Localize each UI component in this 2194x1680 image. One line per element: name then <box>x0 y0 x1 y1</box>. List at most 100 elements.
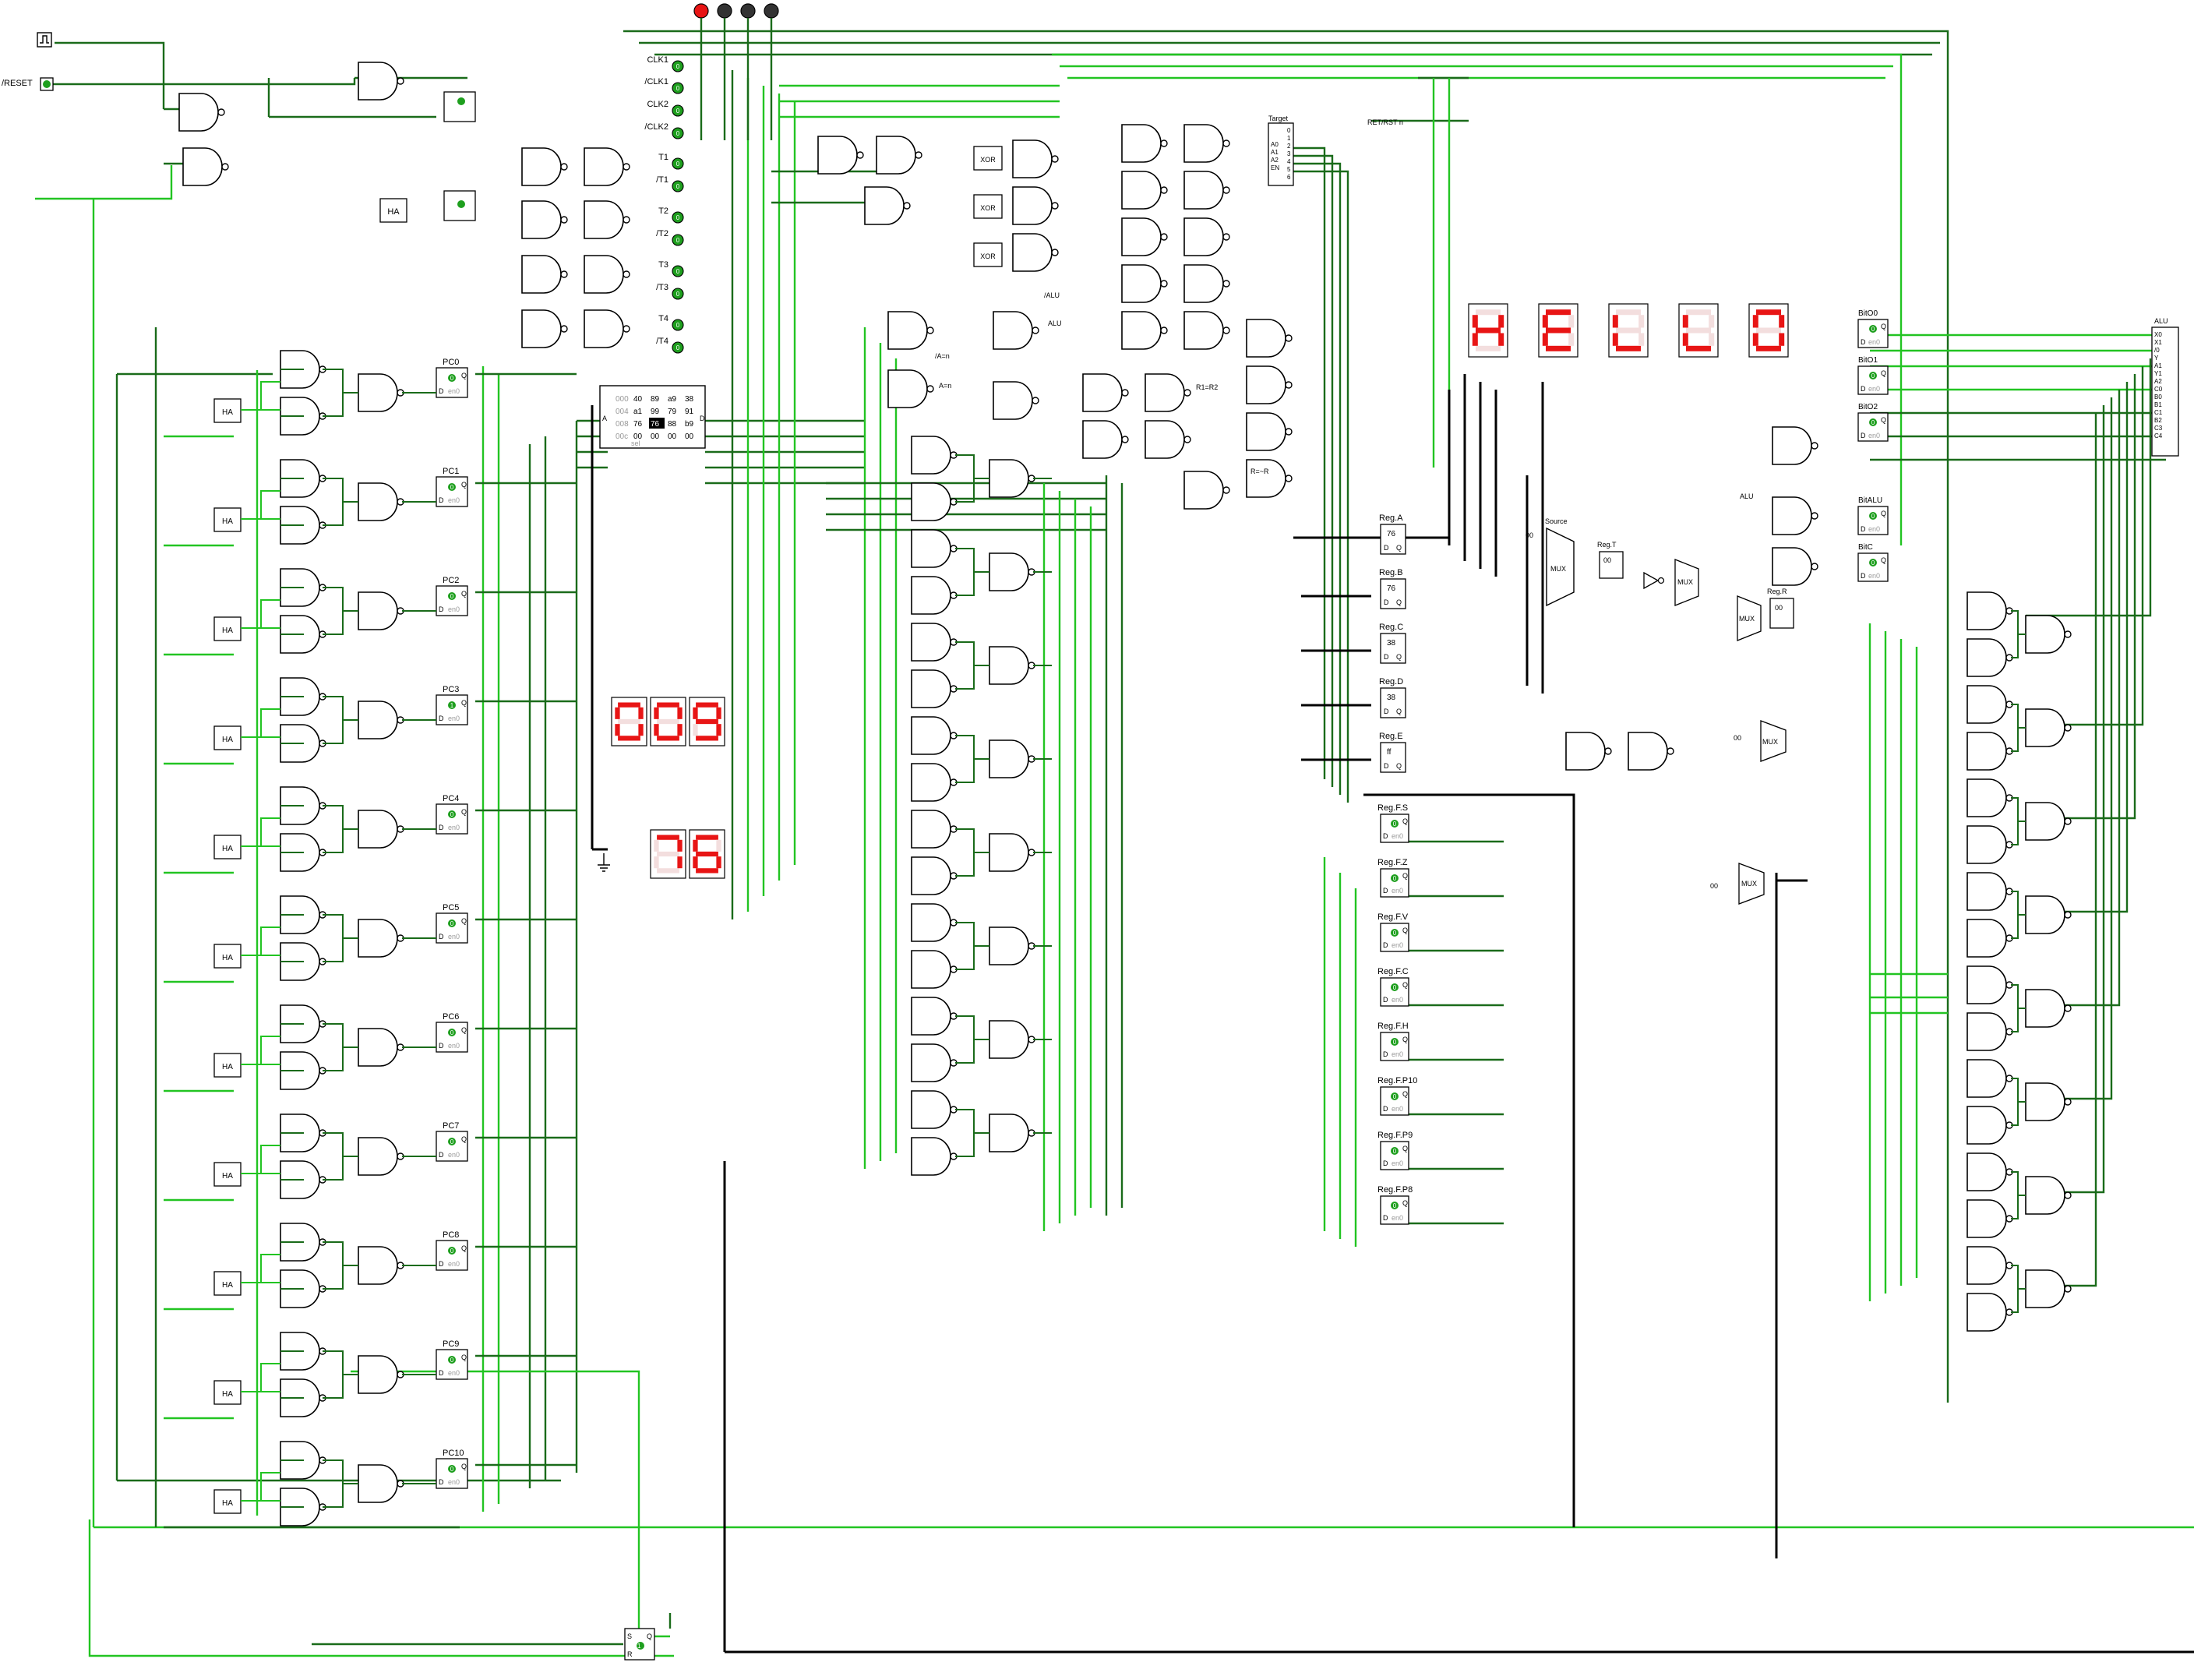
svg-text:1: 1 <box>637 1643 641 1650</box>
svg-text:79: 79 <box>668 408 677 416</box>
svg-text:en0: en0 <box>1392 1214 1403 1222</box>
svg-text:en0: en0 <box>1392 832 1403 840</box>
svg-text:BitALU: BitALU <box>1858 496 1882 505</box>
svg-text:HA: HA <box>222 626 233 635</box>
svg-text:D: D <box>1861 572 1866 580</box>
svg-text:PC7: PC7 <box>443 1121 459 1131</box>
svg-text:HA: HA <box>222 1063 233 1071</box>
svg-text:Q: Q <box>1396 653 1402 661</box>
svg-text:0: 0 <box>1871 372 1875 379</box>
svg-text:0: 0 <box>1871 513 1875 520</box>
address-display <box>611 697 725 746</box>
svg-text:0: 0 <box>1393 1148 1397 1155</box>
inverter <box>1643 571 1665 590</box>
half-adder: HA <box>213 1162 242 1187</box>
clock-output-nt2: /T20 <box>656 229 684 246</box>
svg-text:00: 00 <box>1710 882 1718 890</box>
svg-text:0: 0 <box>450 920 454 927</box>
svg-text:0: 0 <box>450 1248 454 1255</box>
svg-text:D: D <box>1384 653 1389 661</box>
svg-text:000: 000 <box>616 395 629 404</box>
svg-text:MUX: MUX <box>1739 615 1755 623</box>
alu-port-title: ALU <box>2154 317 2168 325</box>
xor-gate-3: XOR <box>973 242 1003 267</box>
t-nand-1b <box>584 147 630 186</box>
svg-text:D: D <box>439 1042 444 1050</box>
svg-text:0: 0 <box>450 593 454 600</box>
svg-text:en0: en0 <box>448 1260 460 1268</box>
svg-text:Reg.R: Reg.R <box>1767 588 1787 595</box>
clock-source[interactable] <box>37 32 52 48</box>
svg-text:D: D <box>1383 1105 1388 1113</box>
svg-text:R: R <box>627 1650 633 1658</box>
svg-text:HA: HA <box>222 517 233 526</box>
half-adder: HA <box>213 944 242 969</box>
svg-text:Reg.F.C: Reg.F.C <box>1377 967 1409 976</box>
svg-text:en0: en0 <box>448 1151 460 1159</box>
status-leds <box>693 3 779 140</box>
clock-flipflop-1 <box>443 91 476 122</box>
ret-rst-label: RET/RST n <box>1367 118 1403 126</box>
svg-text:Q: Q <box>1402 1090 1408 1098</box>
svg-text:D: D <box>1383 887 1388 895</box>
svg-text:PC9: PC9 <box>443 1339 459 1349</box>
clock-output-label: /T4 <box>656 337 668 346</box>
alu-nand-matrix <box>1966 591 2072 1332</box>
svg-text:HA: HA <box>222 408 233 417</box>
svg-text:Reg.F.P10: Reg.F.P10 <box>1377 1076 1417 1085</box>
svg-text:en0: en0 <box>448 1478 460 1486</box>
svg-text:0: 0 <box>450 484 454 491</box>
svg-text:0: 0 <box>676 85 680 92</box>
svg-text:en0: en0 <box>448 1042 460 1050</box>
svg-text:D: D <box>1383 996 1388 1004</box>
svg-text:40: 40 <box>633 395 643 404</box>
svg-text:Q: Q <box>461 1354 467 1361</box>
svg-text:Q: Q <box>1396 544 1402 552</box>
svg-text:Q: Q <box>1402 817 1408 825</box>
status-led-1 <box>717 3 732 19</box>
address-digit-2 <box>689 697 725 746</box>
reset-input[interactable]: /RESET <box>2 77 54 91</box>
svg-text:0: 0 <box>1393 1202 1397 1209</box>
svg-text:A1: A1 <box>1271 149 1279 156</box>
svg-text:PC6: PC6 <box>443 1012 459 1022</box>
svg-text:1: 1 <box>450 702 454 709</box>
mux-r: MUX <box>1737 595 1762 641</box>
clock-output-label: /CLK2 <box>644 122 668 132</box>
svg-text:0: 0 <box>676 237 680 244</box>
half-adder: HA <box>213 1489 242 1514</box>
svg-text:Q: Q <box>461 372 467 379</box>
svg-text:PC1: PC1 <box>443 467 459 476</box>
svg-text:HA: HA <box>222 1281 233 1290</box>
svg-text:HA: HA <box>222 1172 233 1181</box>
svg-text:D: D <box>1861 385 1866 393</box>
pc-nand-c <box>358 919 404 958</box>
svg-text:A2: A2 <box>1271 157 1279 164</box>
target-title: Target <box>1268 115 1289 122</box>
svg-text:HA: HA <box>222 1390 233 1399</box>
svg-text:6: 6 <box>1287 174 1291 181</box>
clock-output-t4: T40 <box>658 314 684 331</box>
svg-text:Q: Q <box>1881 510 1886 517</box>
svg-text:HA: HA <box>222 736 233 744</box>
svg-text:XOR: XOR <box>980 204 996 212</box>
svg-text:MUX: MUX <box>1550 565 1566 573</box>
wire-network <box>35 30 2194 1657</box>
hello-digit-0 <box>1468 303 1508 358</box>
status-led-3 <box>764 3 779 19</box>
svg-text:D: D <box>439 715 444 722</box>
